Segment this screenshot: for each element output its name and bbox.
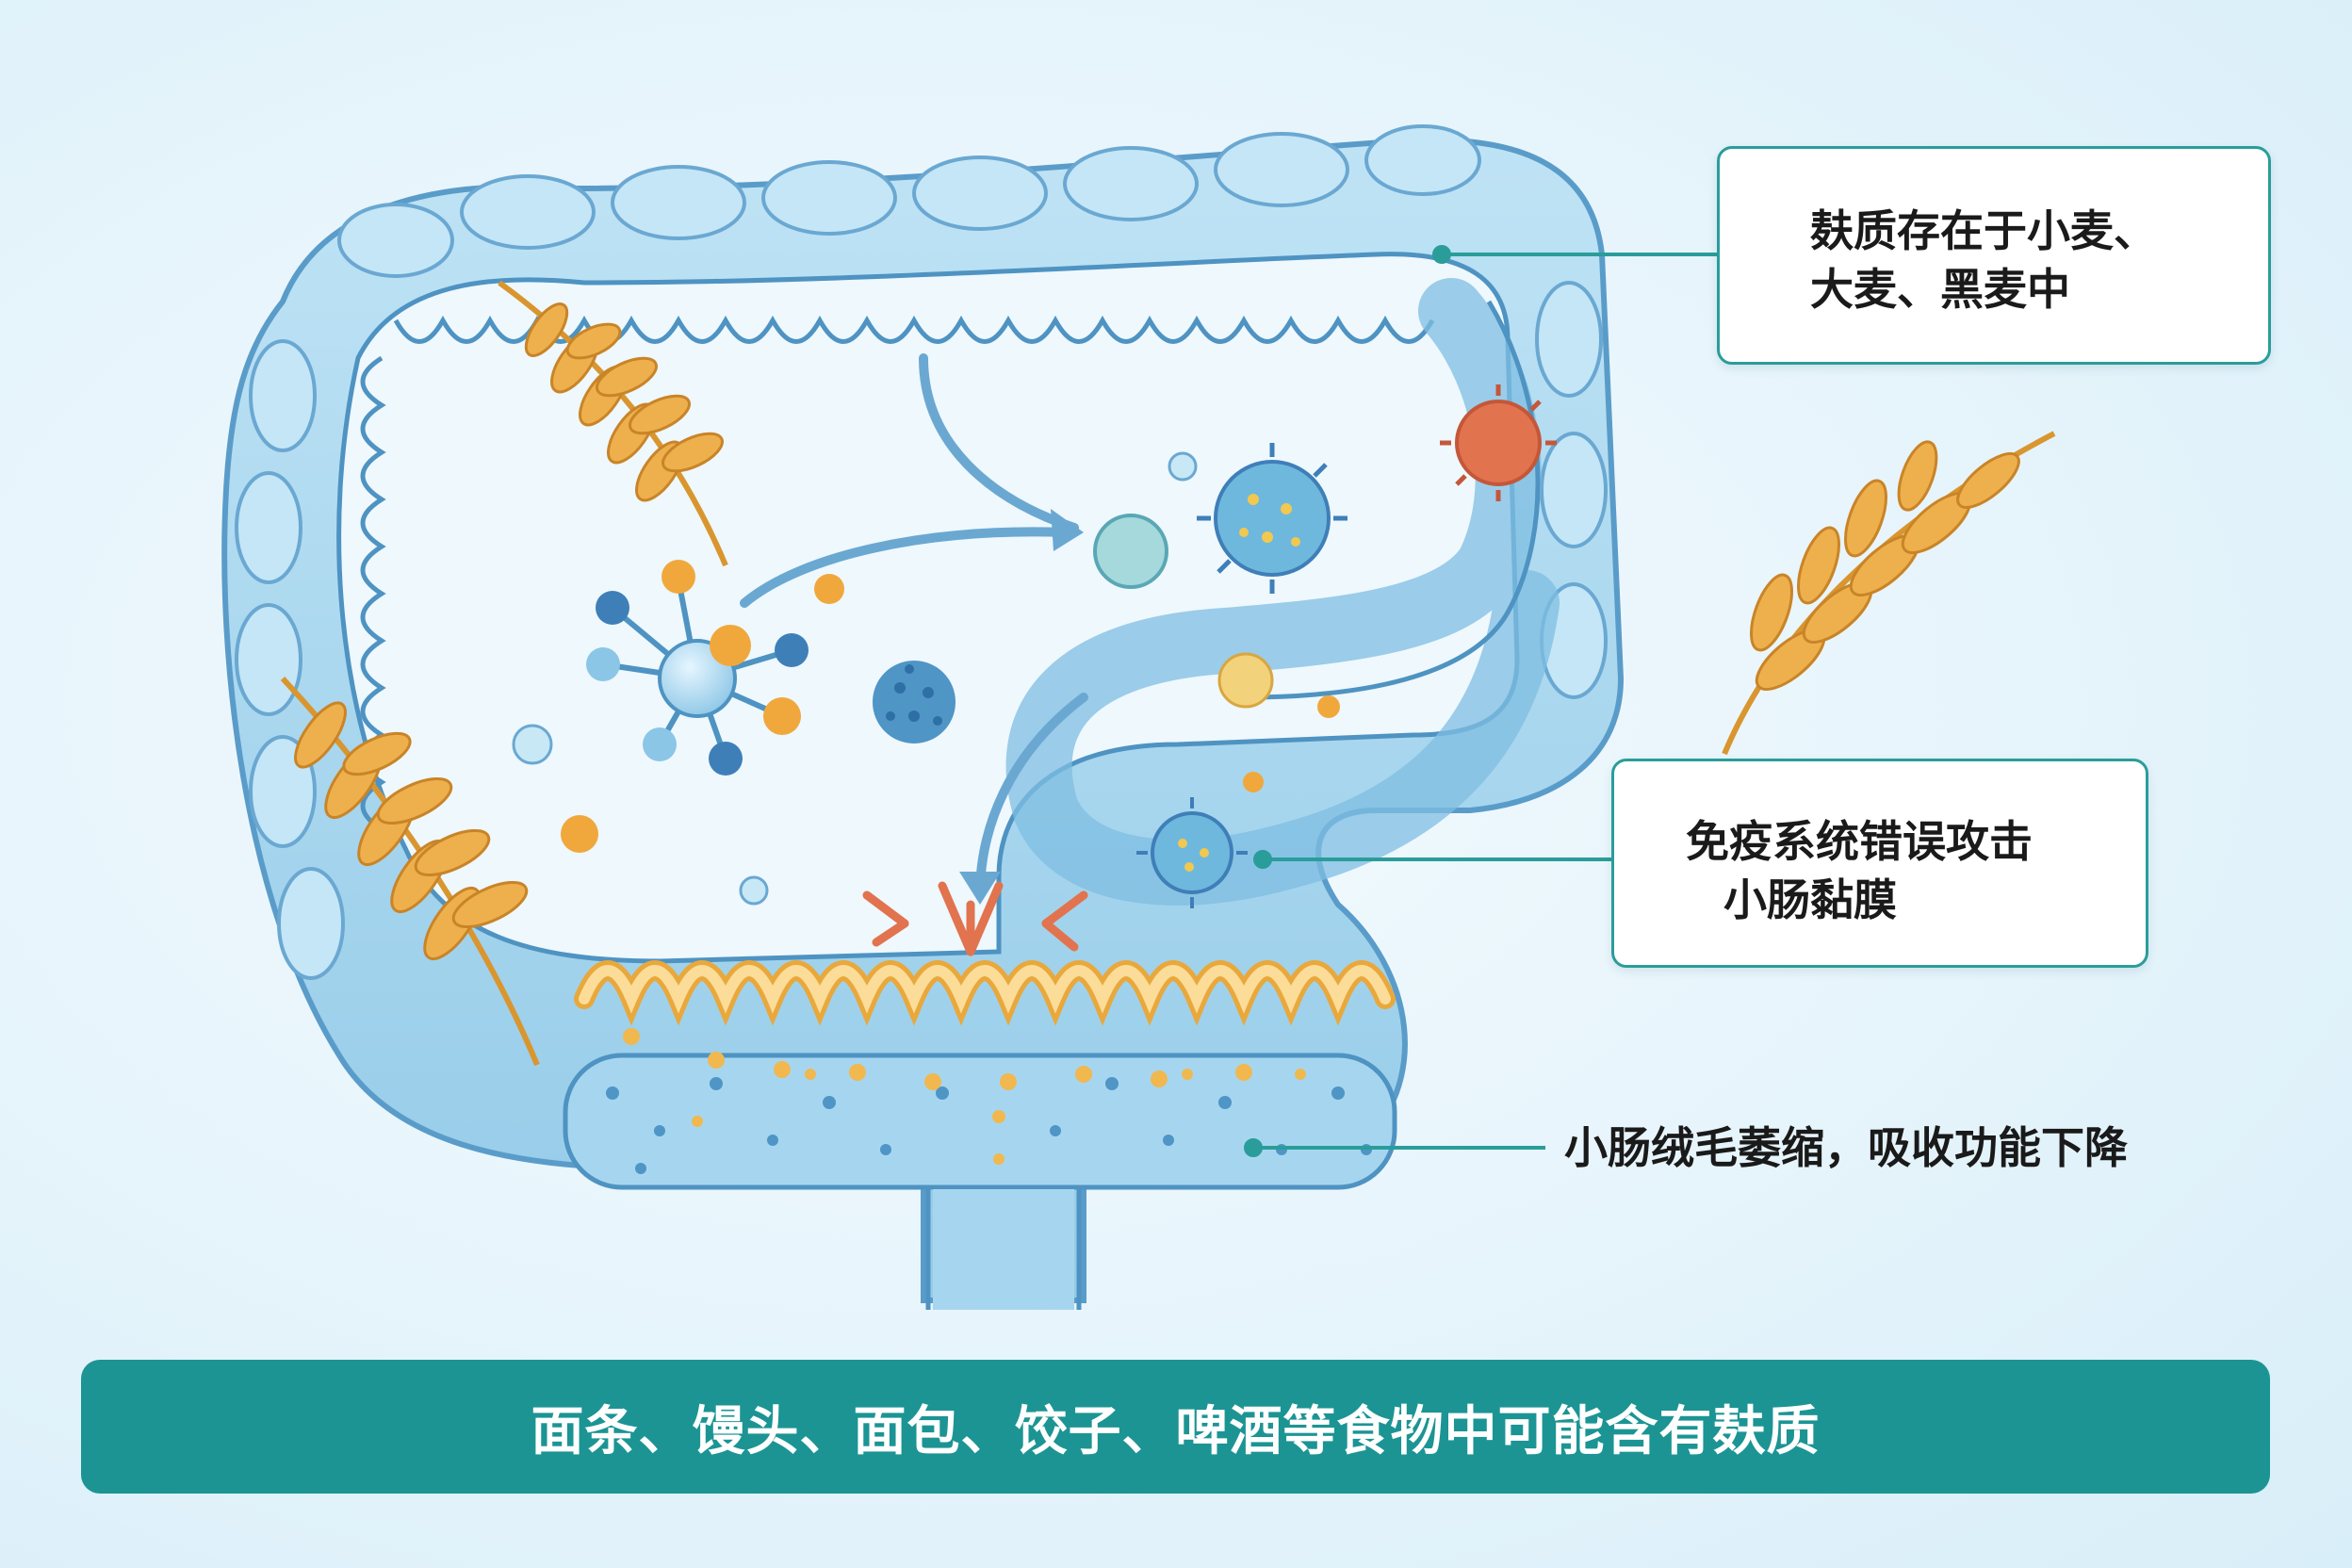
callout-gluten-line-2: 大麦、黑麦中 [1810,264,2070,315]
callout-immune-line-2: 小肠黏膜 [1723,874,1897,925]
inflammation-icon [862,881,1088,956]
footer-text: 面条、馒头、面包、饺子、啤酒等食物中可能含有麸质 [531,1400,1821,1462]
callout-immune-line-1: 免疫系统错误攻击 [1686,816,2033,867]
arrow-icon [740,353,1088,900]
wheat-stalk-icon [498,280,728,567]
virus-icon [1093,384,1557,908]
arrowheads [959,509,1084,905]
callout-gluten-source: 麸质存在于小麦、 大麦、黑麦中 [1717,146,2271,365]
leader-lines [1244,245,1717,1157]
label-villi-atrophy: 小肠绒毛萎缩，吸收功能下降 [1564,1122,2128,1173]
small-intestine-loop [1005,278,1560,906]
particles [512,451,1340,906]
callout-gluten-line-1: 麸质存在于小麦、 [1810,205,2157,256]
wheat-stalk-icon [1722,431,2056,756]
molecule-icon [586,560,808,776]
wheat-stalk-icon [280,676,540,1067]
immune-cell [873,661,956,743]
small-intestine-villi [563,960,1397,1310]
callout-immune-attack: 免疫系统错误攻击 小肠黏膜 [1611,759,2148,968]
footer-banner: 面条、馒头、面包、饺子、啤酒等食物中可能含有麸质 [81,1360,2270,1494]
